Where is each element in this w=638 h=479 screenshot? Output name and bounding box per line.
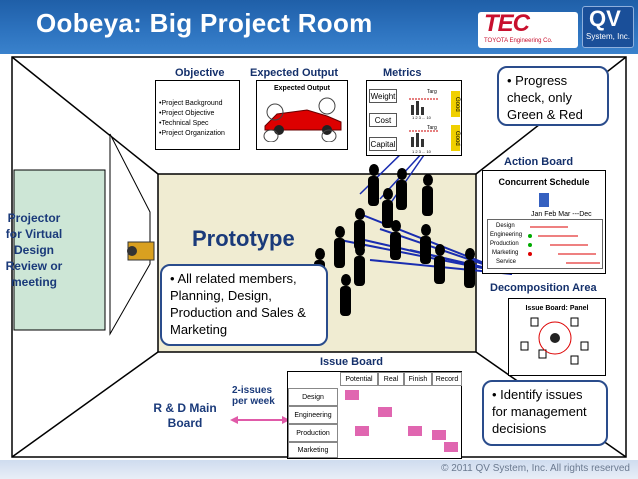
issue-card [408, 426, 422, 436]
objective-item: •Technical Spec [159, 120, 209, 127]
issue-col-header: Real [378, 372, 404, 386]
decomposition-area-label: Decomposition Area [490, 282, 597, 294]
issue-card [444, 442, 458, 452]
good-badge: Good [451, 91, 460, 117]
qv-logo [582, 6, 634, 48]
schedule-bars [528, 226, 600, 264]
issue-col-header: Record [432, 372, 462, 386]
good-badge: Good [451, 125, 460, 151]
schedule-row: Production [490, 241, 519, 247]
issues-callout: • Identify issues for management decisio… [482, 380, 608, 446]
copyright-text: © 2011 QV System, Inc. All rights reserv… [441, 463, 630, 474]
metrics-heading: Metrics [383, 67, 422, 79]
action-board: Concurrent Schedule Jan Feb Mar ---Dec D… [482, 170, 606, 274]
tec-logo-text: TEC [484, 10, 530, 37]
metric-chart-icon [409, 98, 439, 147]
objective-item: •Project Objective [159, 110, 215, 117]
car-icon [263, 97, 342, 143]
expected-output-panel: Expected Output [256, 80, 348, 150]
target-label: Targ [427, 125, 437, 131]
schedule-row: Engineering [490, 232, 523, 238]
schedule-row: Marketing [492, 250, 519, 256]
issue-board-panel-label: Issue Board: Panel [525, 305, 589, 312]
arrow-down-icon [539, 193, 549, 207]
objective-heading: Objective [175, 67, 225, 79]
objective-item: •Project Background [159, 100, 223, 107]
issue-col-header: Finish [404, 372, 432, 386]
metric-row: Cost [369, 113, 397, 127]
expected-output-label: Expected Output [273, 85, 330, 92]
schedule-months: Jan Feb Mar ---Dec [531, 211, 592, 218]
decomposition-boxes [520, 317, 589, 365]
target-label: Targ [427, 89, 437, 95]
qv-logo-subtitle: System, Inc. [586, 32, 631, 41]
issue-card [378, 407, 392, 417]
issue-row-label: Design [288, 388, 338, 406]
schedule-row: Service [496, 259, 517, 265]
issue-card [355, 426, 369, 436]
issue-row-label: Marketing [288, 442, 338, 458]
issue-row-label: Engineering [288, 406, 338, 424]
footer-bar [0, 460, 638, 479]
tec-logo [478, 12, 578, 48]
members-callout: • All related members, Planning, Design,… [160, 264, 328, 346]
expected-output-heading: Expected Output [250, 67, 339, 79]
issue-card [345, 390, 359, 400]
qv-logo-text: QV [589, 6, 621, 31]
issue-board-label: Issue Board [320, 356, 383, 368]
rd-frequency: 2-issues per week [232, 385, 275, 407]
page-title: Oobeya: Big Project Room [36, 8, 373, 38]
decomposition-panel: Issue Board: Panel [508, 298, 606, 376]
projector-label: Projector for Virtual Design Review or m… [5, 211, 63, 289]
issue-card [432, 430, 446, 440]
objective-item: •Project Organization [159, 130, 225, 137]
action-board-label: Action Board [504, 156, 574, 168]
objective-panel: •Project Background •Project Objective •… [155, 80, 240, 150]
metric-axis: 1 2 3 ... 10 [412, 115, 431, 120]
progress-callout: • Progress check, only Green & Red [497, 66, 609, 126]
concurrent-schedule-heading: Concurrent Schedule [498, 177, 590, 187]
schedule-grid: Design Engineering Production Marketing … [487, 219, 603, 269]
metric-row: Weight [369, 89, 397, 103]
tec-logo-subtitle: TOYOTA Engineering Co. [484, 38, 553, 44]
schedule-row: Design [496, 223, 515, 229]
issue-row-label: Production [288, 424, 338, 442]
issue-col-header: Potential [340, 372, 378, 386]
rd-main-board-label: R & D Main Board [153, 401, 217, 430]
metric-row: Capital [369, 137, 397, 151]
metric-axis: 1 2 3 ... 10 [412, 149, 431, 154]
metrics-panel: Weight Cost Capital Targ Targ 1 2 3 ... … [366, 80, 462, 156]
prototype-label: Prototype [192, 226, 295, 251]
